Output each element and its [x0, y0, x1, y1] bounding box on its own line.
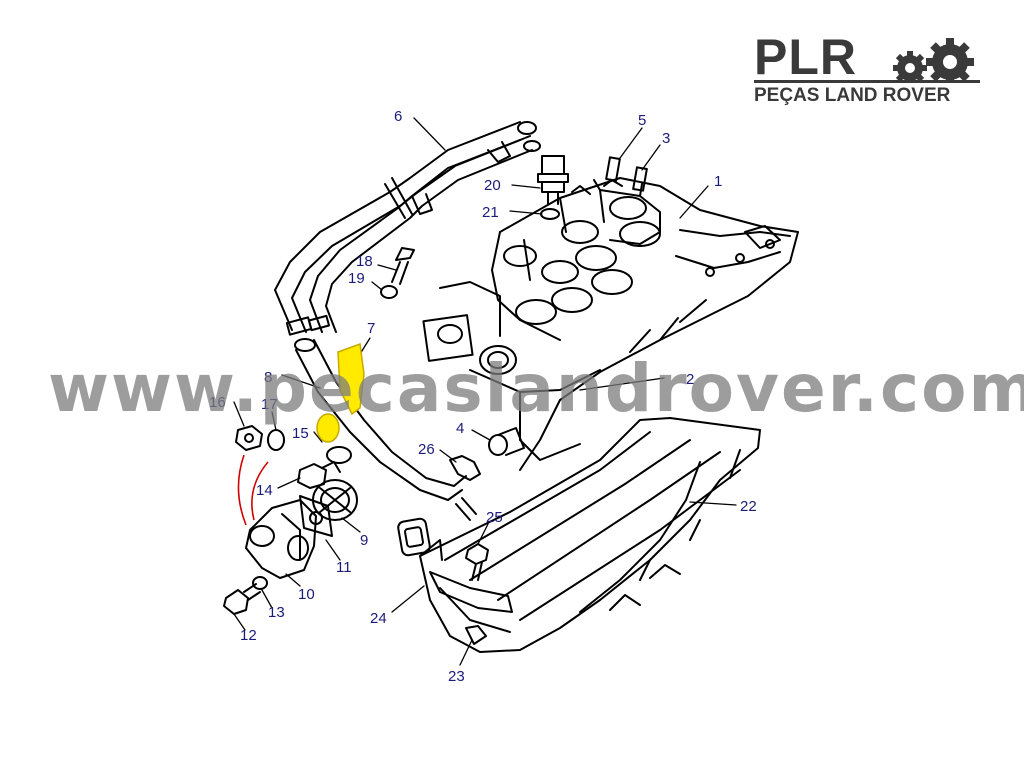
callout-10: 10: [298, 586, 315, 603]
callout-20: 20: [484, 177, 501, 194]
callout-13: 13: [268, 604, 285, 621]
plr-logo: PLR PEÇAS LAND ROVE: [752, 28, 987, 110]
callout-8: 8: [264, 369, 272, 386]
part-12-bolt: [223, 583, 261, 615]
callout-22: 22: [740, 498, 757, 515]
callout-14: 14: [256, 482, 273, 499]
callout-1: 1: [714, 173, 722, 190]
part-17-washer: [267, 429, 285, 451]
callout-18: 18: [356, 253, 373, 270]
part-21-washer: [540, 208, 560, 220]
callout-3: 3: [662, 130, 670, 147]
callout-25: 25: [486, 509, 503, 526]
part-14-bolt: [297, 461, 341, 489]
callout-7: 7: [367, 320, 375, 337]
callout-5: 5: [638, 112, 646, 129]
gear-icon: [893, 38, 974, 82]
leader-lines: [233, 117, 737, 666]
part-3-stud: [632, 166, 648, 192]
callout-6: 6: [394, 108, 402, 125]
watermark-url: www.pecaslandrover.com: [48, 350, 1024, 427]
part-19-washer: [380, 285, 398, 299]
callout-labels: 1 2 3 4 5 6 7 8 9 10 11 12 13 14 15 16 1…: [209, 108, 757, 685]
part-26-clip: [449, 455, 481, 481]
callout-12: 12: [240, 627, 257, 644]
logo-subtitle: PEÇAS LAND ROVER: [754, 85, 951, 106]
part-15-highlight: [316, 413, 340, 443]
callout-11: 11: [336, 559, 352, 576]
part-18-bolt: [391, 247, 415, 285]
callout-21: 21: [482, 204, 499, 221]
part-24-gasket: [397, 517, 513, 633]
part-6-pipe-assembly: [274, 121, 541, 336]
part-22-valley-cover: [419, 417, 761, 653]
callout-15: 15: [292, 425, 309, 442]
part-1-intake-manifold: [422, 177, 799, 471]
callout-2: 2: [686, 371, 694, 388]
part-5-stud: [605, 156, 621, 182]
part-4-fitting: [488, 427, 525, 456]
logo-text: PLR: [754, 29, 857, 85]
callout-16: 16: [209, 394, 226, 411]
callout-4: 4: [456, 420, 464, 437]
part-23-plate-tab: [465, 625, 487, 645]
part-20-sensor: [537, 155, 569, 205]
part-15-gasket: [326, 446, 352, 464]
callout-26: 26: [418, 441, 435, 458]
part-7-hose-highlight: [337, 342, 365, 416]
red-callout-arrows: [237, 454, 269, 526]
part-13-washer: [252, 576, 268, 590]
part-8-hose: [294, 338, 477, 521]
callout-17: 17: [261, 396, 278, 413]
callout-24: 24: [370, 610, 387, 627]
callout-19: 19: [348, 270, 365, 287]
part-16-nut: [235, 425, 263, 451]
logo-rule: [754, 80, 980, 83]
callout-9: 9: [360, 532, 368, 549]
part-10-housing: [245, 499, 317, 579]
callout-23: 23: [448, 668, 465, 685]
